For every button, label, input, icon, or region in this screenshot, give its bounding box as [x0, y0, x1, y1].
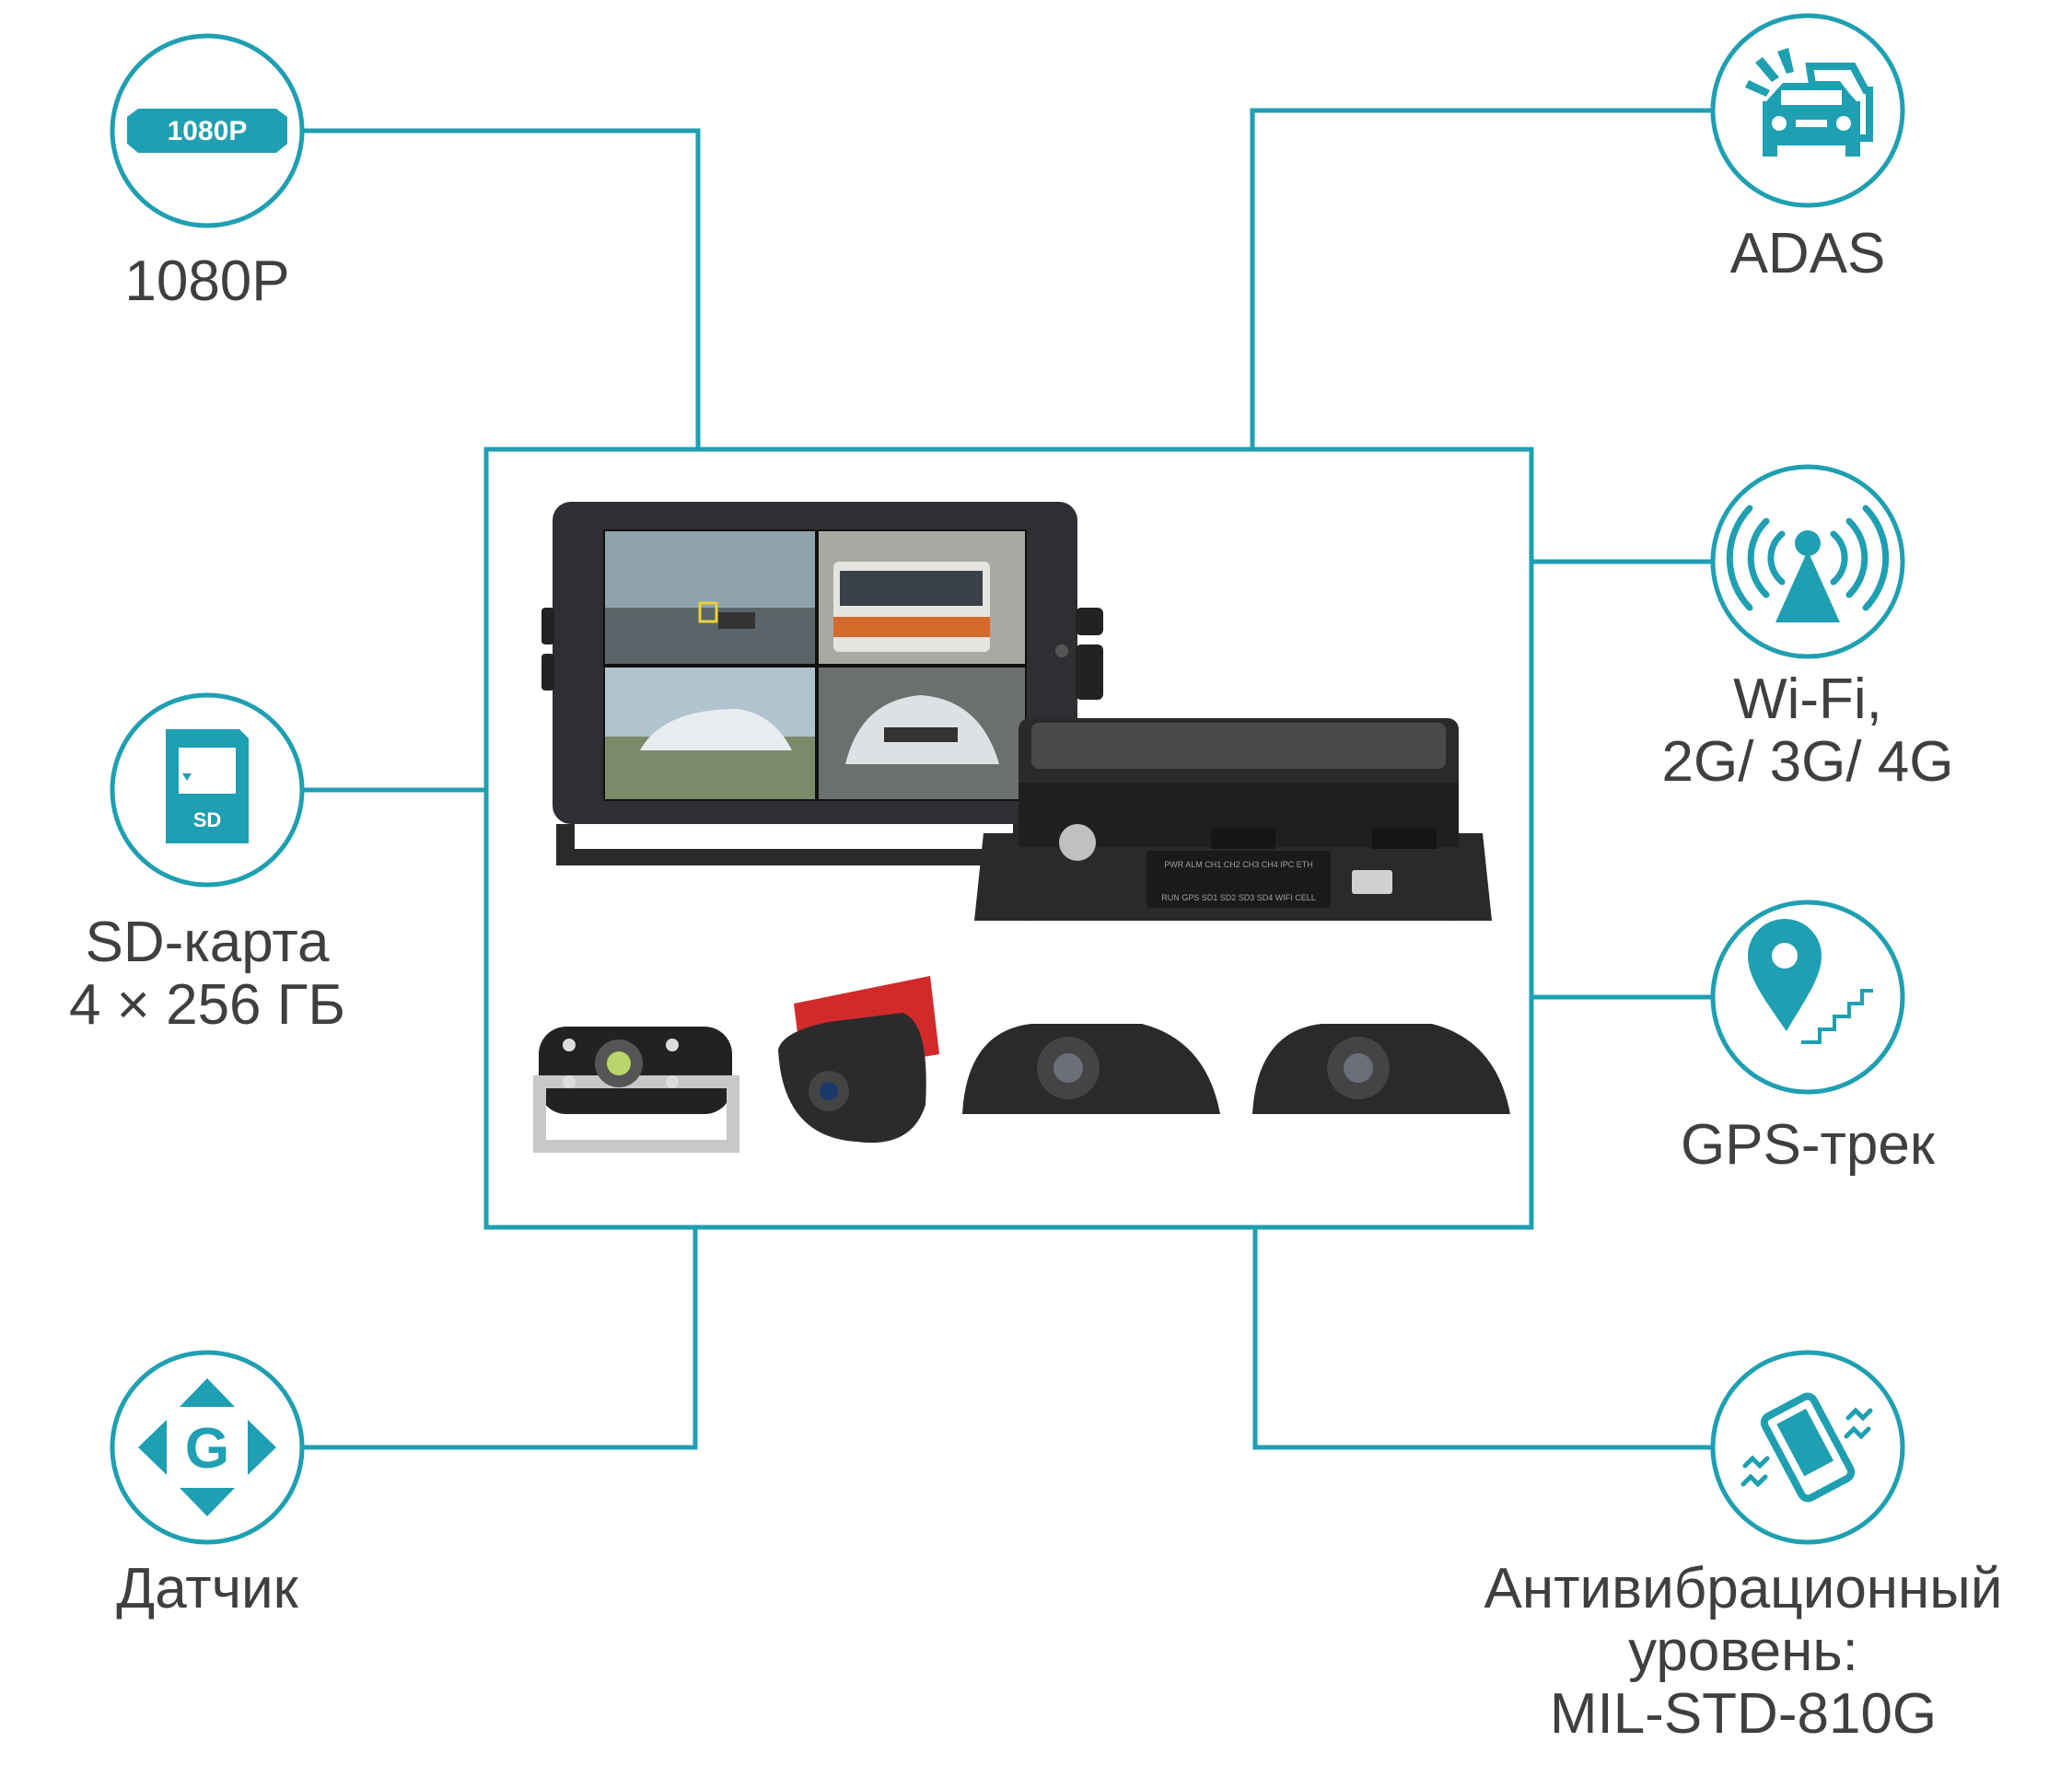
camera-rear [533, 1027, 739, 1153]
map-pin-icon [1748, 919, 1873, 1044]
camera-windshield [778, 976, 939, 1144]
label-adas: ADAS [1729, 222, 1886, 285]
connector-lines [302, 108, 1713, 1450]
label-wifi: Wi-Fi, 2G/ 3G/ 4G [1661, 668, 1954, 794]
dvr-indicator-bottom: RUN GPS SD1 SD2 SD3 SD4 WIFI CELL [1161, 893, 1316, 902]
sd-card-icon: SD [166, 729, 249, 843]
line-sensor [302, 1227, 698, 1450]
label-sensor: Датчик [116, 1557, 298, 1620]
label-gps: GPS-трек [1680, 1113, 1936, 1177]
1080p-badge-icon: 1080P [127, 109, 287, 153]
label-vibration: Антивибрационный уровень: MIL-STD-810G [1484, 1557, 2003, 1746]
product-illustration: PWR ALM CH1 CH2 CH3 CH4 IPC ETH RUN GPS … [533, 502, 1510, 1153]
dvr-lock [1059, 824, 1096, 861]
line-adas [1250, 108, 1713, 449]
product-frame [483, 447, 1534, 1230]
vibrating-phone-icon [1740, 1392, 1873, 1503]
dvr-indicator-panel [1147, 851, 1331, 908]
car-collision-icon [1745, 48, 1873, 157]
label-1080p: 1080P [124, 250, 290, 313]
monitor [541, 502, 1103, 865]
sensor-g-text: G [185, 1417, 229, 1481]
monitor-screen [603, 529, 1027, 801]
g-sensor-icon: G [138, 1378, 276, 1516]
sd-card-text: SD [193, 808, 222, 831]
dvr-indicator-top: PWR ALM CH1 CH2 CH3 CH4 IPC ETH [1164, 860, 1313, 869]
line-vibration [1252, 1227, 1713, 1450]
dvr-heat-fins [1031, 723, 1446, 769]
camera-side-right [1252, 1024, 1510, 1114]
camera-side-left [962, 1024, 1220, 1114]
dvr-unit: PWR ALM CH1 CH2 CH3 CH4 IPC ETH RUN GPS … [974, 718, 1492, 921]
circle-sensor [110, 1350, 305, 1545]
dvr-usb-port [1352, 870, 1392, 894]
signal-tower-icon [1726, 505, 1890, 622]
label-sd: SD-карта 4 × 256 ГБ [68, 911, 346, 1037]
line-1080p [302, 128, 701, 449]
badge-text-1080p: 1080P [168, 116, 248, 146]
